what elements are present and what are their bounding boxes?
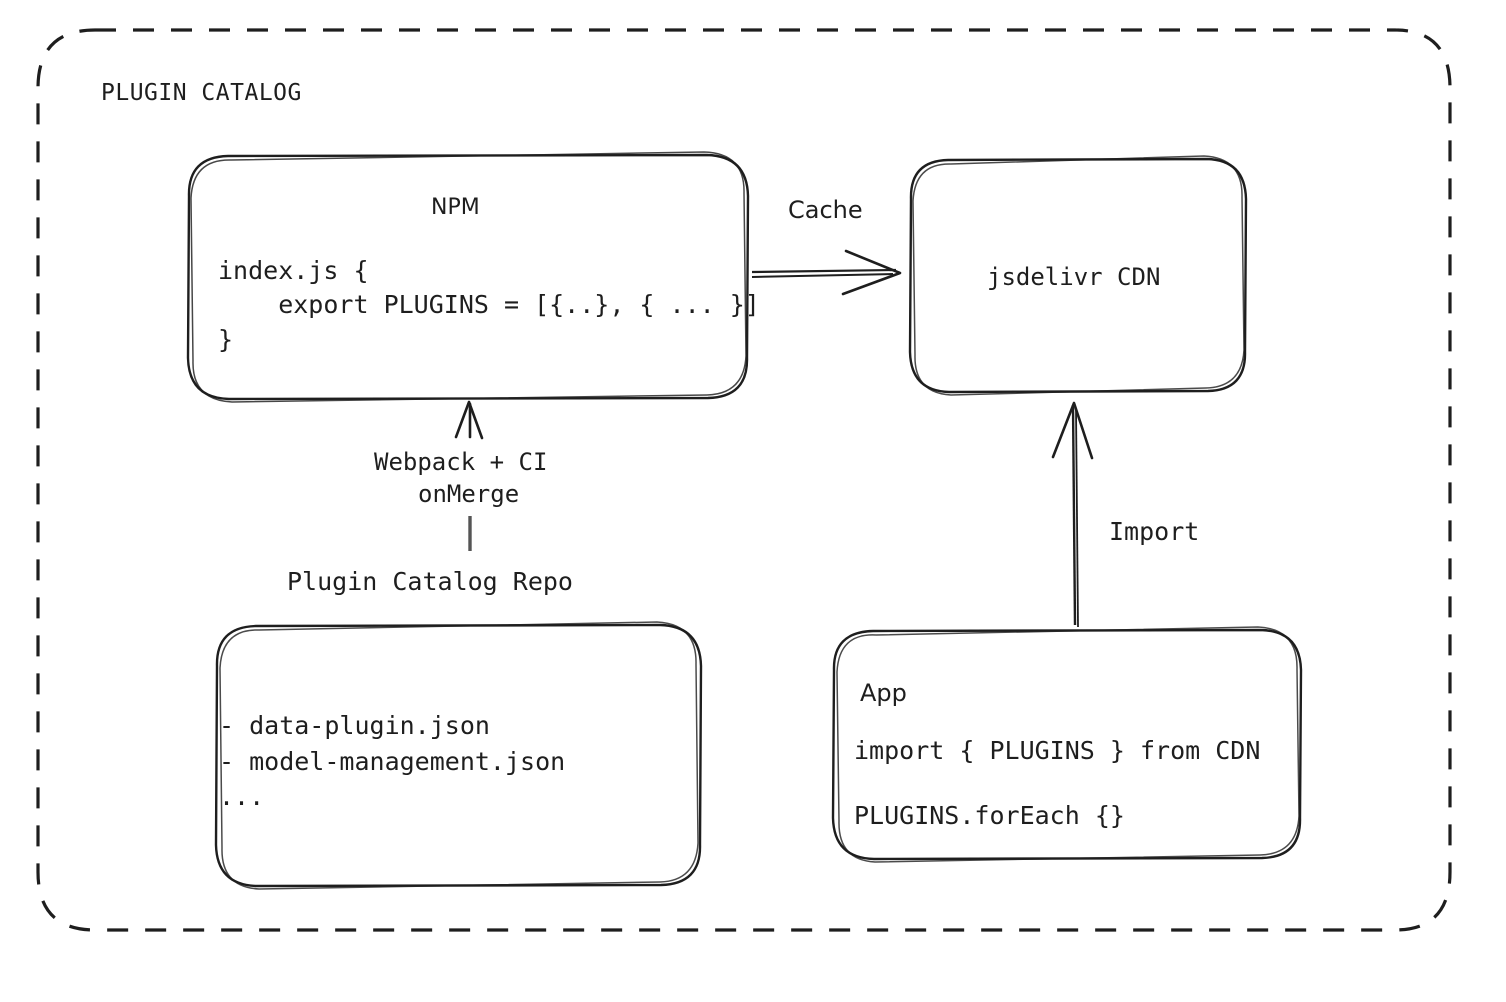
build-arrow — [454, 400, 484, 551]
npm-code-block: index.js { export PLUGINS = [{..}, { ...… — [218, 256, 760, 354]
cache-arrow — [751, 249, 902, 296]
npm-node-title: NPM — [431, 195, 480, 220]
app-code-line1: import { PLUGINS } from CDN — [854, 736, 1261, 765]
page-title: PLUGIN CATALOG — [101, 80, 302, 106]
app-code-line2: PLUGINS.forEach {} — [854, 801, 1125, 830]
build-edge-label-line1: Webpack + CI — [374, 448, 548, 476]
cdn-node-title: jsdelivr CDN — [987, 263, 1161, 291]
import-arrow — [1051, 401, 1094, 628]
cache-edge-label: Cache — [788, 196, 863, 224]
app-node-title: App — [860, 679, 907, 707]
import-edge-label: Import — [1109, 517, 1200, 546]
repo-file-list: - data-plugin.json - model-management.js… — [219, 711, 566, 811]
build-edge-label-line2: onMerge — [418, 480, 520, 508]
repo-node-caption: Plugin Catalog Repo — [287, 567, 573, 596]
